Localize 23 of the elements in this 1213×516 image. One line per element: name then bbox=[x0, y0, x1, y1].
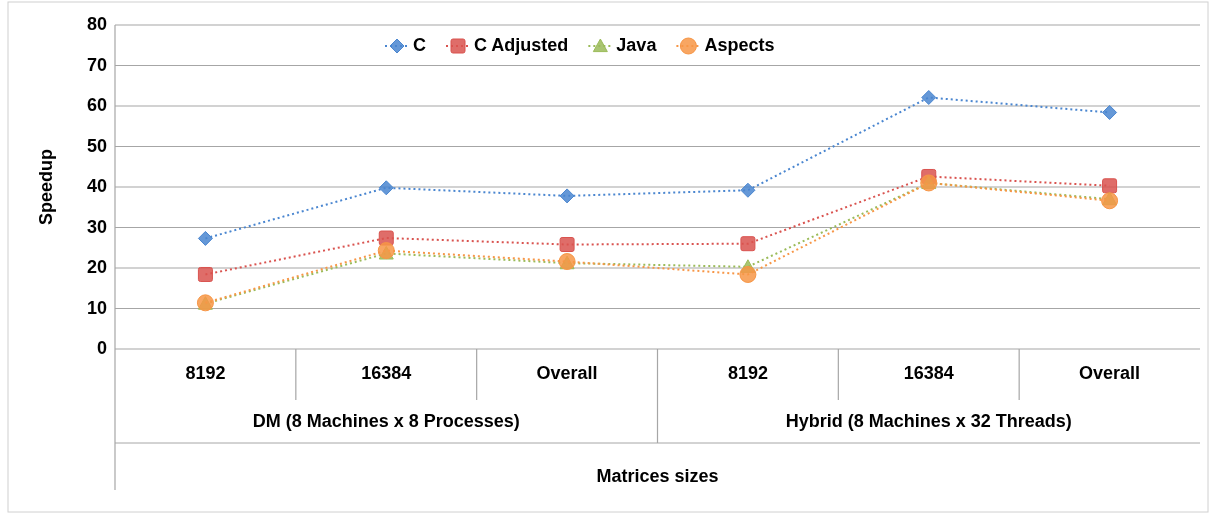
group-label: Hybrid (8 Machines x 32 Threads) bbox=[785, 411, 1072, 432]
axis-title: Speedup bbox=[35, 149, 57, 225]
axis-tick-label: 70 bbox=[86, 54, 107, 76]
category-label: Overall bbox=[536, 363, 598, 384]
axis-tick-label: 50 bbox=[86, 135, 107, 157]
axis-tick-label: 10 bbox=[86, 297, 107, 319]
axis-tick-label: 80 bbox=[86, 14, 107, 35]
axis-tick-label: 60 bbox=[86, 95, 107, 116]
legend-label: C bbox=[413, 35, 426, 56]
legend-label: Java bbox=[616, 35, 657, 56]
axis-title: Matrices sizes bbox=[596, 466, 719, 487]
category-label: 8192 bbox=[727, 363, 768, 384]
legend-label: C Adjusted bbox=[474, 35, 569, 56]
category-label: 8192 bbox=[185, 363, 226, 384]
category-label: 16384 bbox=[903, 363, 954, 384]
category-label: 16384 bbox=[361, 363, 412, 384]
axis-tick-label: 30 bbox=[86, 216, 107, 238]
category-label: Overall bbox=[1079, 363, 1141, 384]
legend-label: Aspects bbox=[704, 35, 775, 56]
group-label: DM (8 Machines x 8 Processes) bbox=[252, 411, 520, 432]
axis-tick-label: 20 bbox=[86, 257, 107, 278]
axis-tick-label: 0 bbox=[97, 338, 107, 359]
axis-tick-label: 40 bbox=[86, 176, 107, 197]
